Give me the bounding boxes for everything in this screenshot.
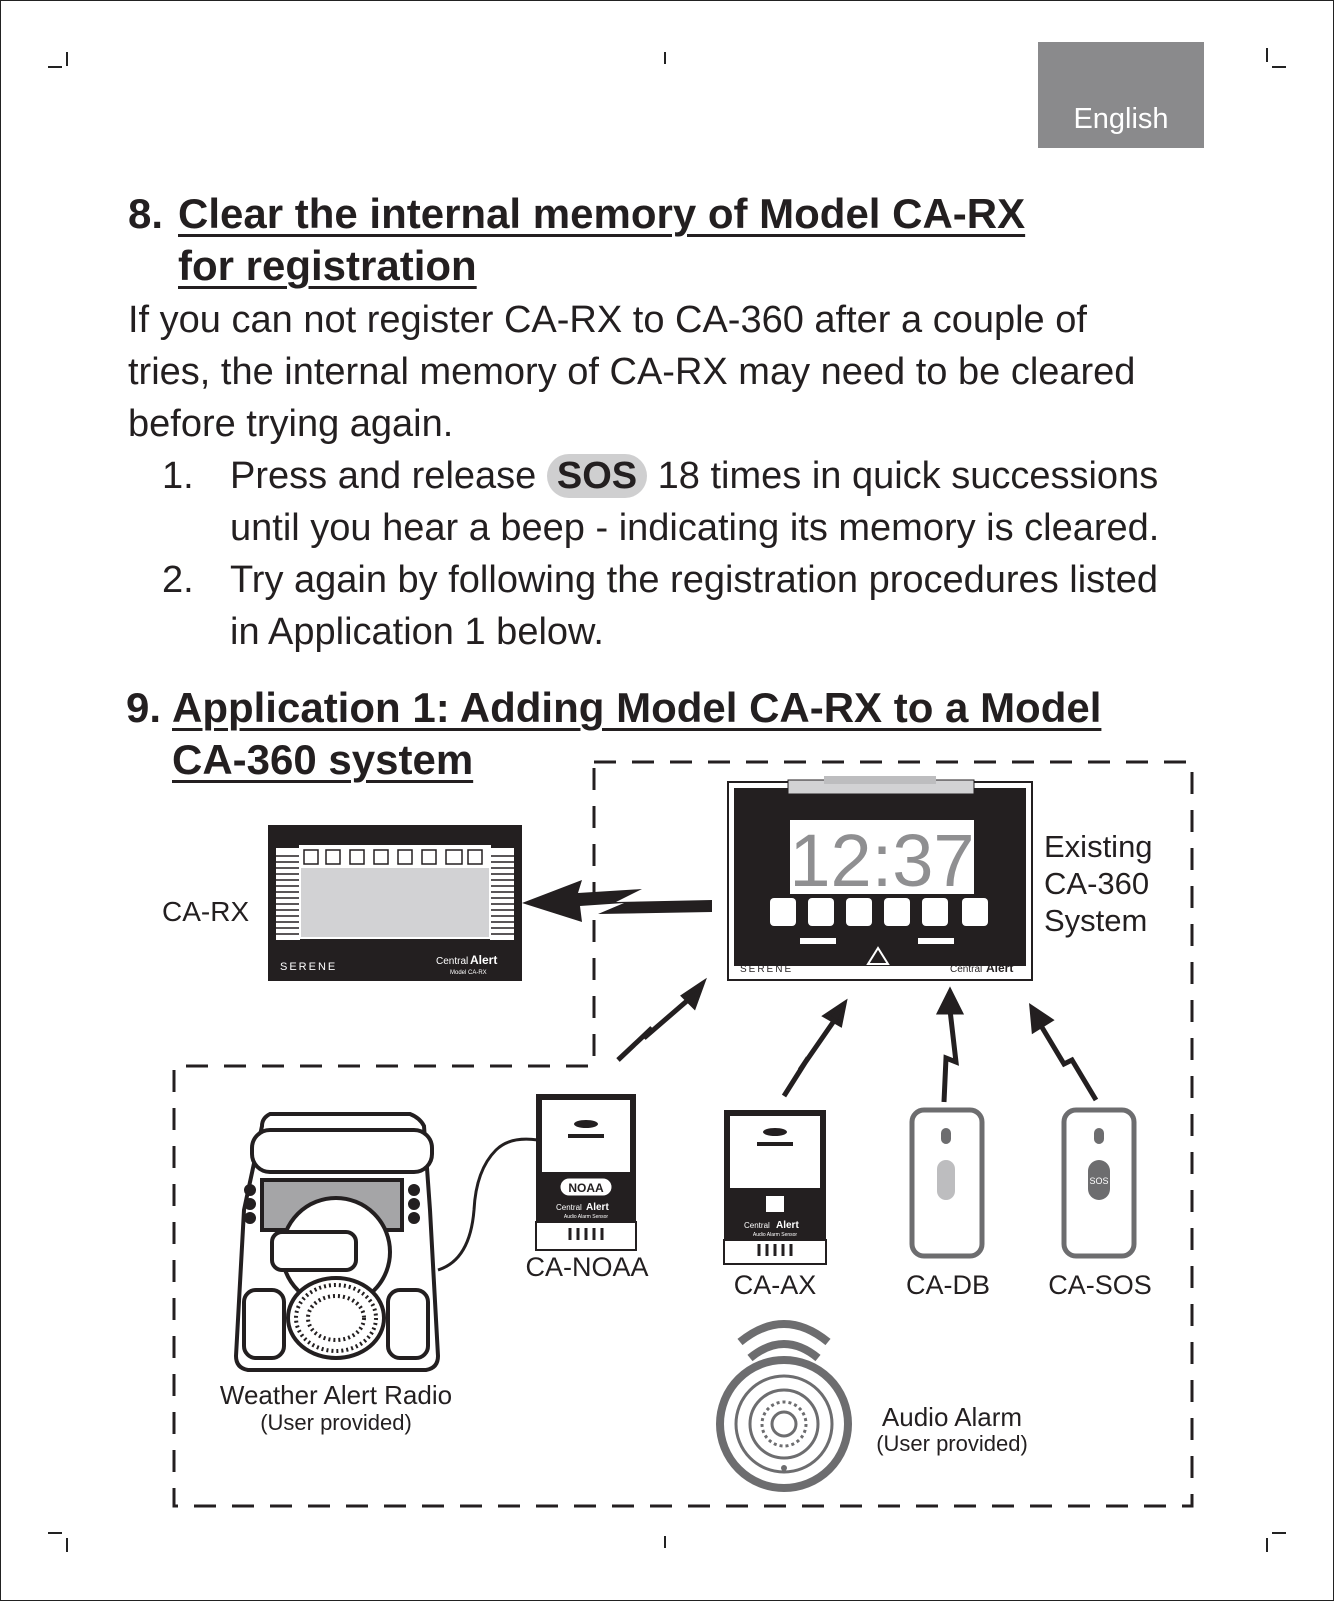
wireless-arrow-from-noaa: [616, 977, 707, 1062]
ca-db-label: CA-DB: [906, 1270, 990, 1300]
crop-mark-top-center: [664, 52, 666, 64]
ca-sos-device: SOS: [1061, 1107, 1137, 1259]
section-8-title-line2: for registration: [178, 242, 477, 289]
audio-alarm-sublabel: (User provided): [876, 1431, 1028, 1456]
wireless-arrow-from-ax: [781, 998, 848, 1098]
step-2-number: 2.: [162, 559, 194, 601]
crop-mark-top-right: [1272, 66, 1286, 68]
wireless-arrow-from-db: [935, 986, 965, 1103]
ax-brand-central: Central: [744, 1221, 770, 1230]
ax-sensor-subtext: Audio Alarm Sensor: [753, 1232, 798, 1238]
wireless-arrow-to-ca-rx: [522, 880, 712, 922]
crop-mark-bottom-left: [66, 1538, 68, 1552]
section-8-paragraph-line2: tries, the internal memory of CA-RX may …: [128, 351, 1136, 393]
base-brand-central: Central: [950, 964, 982, 975]
ca-ax-label: CA-AX: [734, 1270, 817, 1300]
section-8-heading: 8. Clear the internal memory of Model CA…: [128, 188, 1128, 298]
section-9-title-line1: Application 1: Adding Model CA-RX to a M…: [172, 684, 1102, 731]
section-8-paragraph-line3: before trying again.: [128, 403, 454, 445]
ca-rx-label: CA-RX: [162, 896, 249, 927]
sos-button-label: SOS: [546, 454, 648, 498]
step-1-text-after: 18 times in quick successions: [647, 455, 1159, 497]
ca-noaa-sensor: NOAA Central Alert Audio Alarm Sensor: [535, 1094, 637, 1251]
dashed-system-boundary: [172, 760, 1194, 1508]
crop-mark-bottom-center: [664, 1536, 666, 1548]
crop-mark-top-left: [48, 66, 62, 68]
weather-radio-sublabel: (User provided): [260, 1410, 412, 1435]
audio-alarm-icon: [716, 1320, 852, 1492]
ca-rx-device: SERENE Central Alert Model CA-RX: [268, 825, 522, 981]
ax-brand-alert: Alert: [776, 1220, 799, 1231]
step-2-line1: Try again by following the registration …: [230, 559, 1158, 601]
step-1-line2: until you hear a beep - indicating its m…: [230, 507, 1160, 549]
noaa-sensor-subtext: Audio Alarm Sensor: [564, 1214, 609, 1220]
noaa-brand-alert: Alert: [586, 1202, 609, 1213]
base-brand-serene: SERENE: [740, 964, 793, 975]
crop-mark-top-left: [66, 52, 68, 66]
step-1-text-before: Press and release: [230, 455, 547, 497]
section-8-number: 8.: [128, 190, 164, 237]
step-2-line2: in Application 1 below.: [230, 611, 604, 653]
step-1-number: 1.: [162, 455, 194, 497]
ca-ax-sensor: Central Alert Audio Alarm Sensor: [723, 1110, 827, 1265]
crop-mark-bottom-right: [1266, 1538, 1268, 1552]
noaa-badge-text: NOAA: [568, 1181, 604, 1195]
sos-badge-text: SOS: [1089, 1176, 1108, 1186]
section-9-heading: 9. Application 1: Adding Model CA-RX to …: [126, 682, 1126, 792]
noaa-brand-central: Central: [556, 1203, 582, 1212]
ca-360-base-unit: 12:37 SERENE Central Alert: [727, 776, 1033, 981]
ca-sos-label: CA-SOS: [1048, 1270, 1152, 1300]
ca-db-device: [909, 1107, 985, 1259]
rx-brand-alert: Alert: [470, 953, 497, 967]
wireless-arrow-from-sos: [1029, 1003, 1099, 1102]
section-8-paragraph-line1: If you can not register CA-RX to CA-360 …: [128, 299, 1087, 341]
weather-radio-label: Weather Alert Radio: [220, 1380, 452, 1410]
rx-brand-serene: SERENE: [280, 961, 337, 973]
section-9-title-line2: CA-360 system: [172, 736, 474, 783]
crop-mark-bottom-left: [48, 1532, 62, 1534]
section-8-title-line1: Clear the internal memory of Model CA-RX: [178, 190, 1026, 237]
crop-mark-bottom-right: [1272, 1532, 1286, 1534]
step-1-line1: Press and release SOS 18 times in quick …: [230, 450, 1158, 502]
language-tab: English: [1038, 42, 1204, 148]
rx-brand-central: Central: [436, 956, 468, 967]
weather-alert-radio: [233, 1112, 539, 1372]
existing-label-line1: Existing: [1044, 829, 1153, 864]
crop-mark-top-right: [1266, 48, 1268, 62]
existing-label-line2: CA-360: [1044, 866, 1149, 901]
rx-model-text: Model CA-RX: [450, 970, 487, 976]
audio-alarm-label: Audio Alarm: [882, 1402, 1022, 1432]
base-brand-alert: Alert: [986, 961, 1013, 975]
existing-label-line3: System: [1044, 903, 1147, 938]
clock-time-display: 12:37: [789, 819, 974, 902]
section-9-number: 9.: [126, 684, 162, 731]
ca-noaa-label: CA-NOAA: [525, 1252, 648, 1282]
